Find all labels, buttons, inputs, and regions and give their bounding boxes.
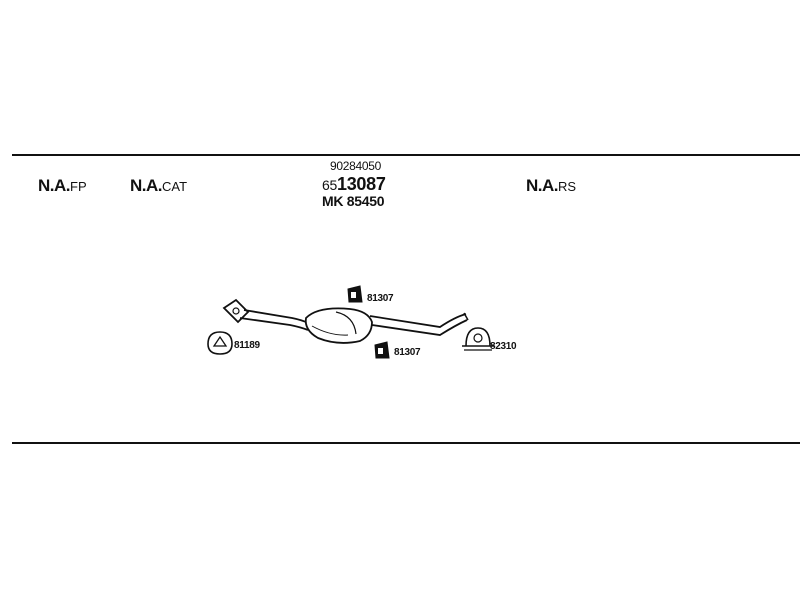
gasket-number: 81189 xyxy=(234,340,260,351)
bottom-divider xyxy=(12,442,800,444)
front-pipe-icon xyxy=(239,309,309,331)
rubber-mount-top-number: 81307 xyxy=(367,293,394,304)
part-number: 6513087 xyxy=(322,174,386,195)
oe-number: 90284050 xyxy=(330,159,381,173)
front-pipe-label: N.A.FP xyxy=(38,176,87,195)
rubber-mount-top-icon xyxy=(347,285,363,303)
front-flange-icon xyxy=(222,298,250,324)
part-number-prefix: 65 xyxy=(322,177,337,193)
clamp-number: 82310 xyxy=(490,341,517,352)
part-number-main: 13087 xyxy=(336,174,386,194)
mk-number: MK 85450 xyxy=(322,193,385,209)
gasket-icon xyxy=(207,331,233,355)
middle-silencer-icon xyxy=(304,307,373,344)
rubber-mount-bottom-number: 81307 xyxy=(394,347,421,358)
top-divider xyxy=(12,154,800,156)
rubber-mount-bottom-icon xyxy=(374,341,390,359)
rear-silencer-label: N.A.RS xyxy=(526,176,577,195)
rear-pipe-icon xyxy=(369,312,469,336)
clamp-icon xyxy=(462,327,494,351)
catalyst-label: N.A.CAT xyxy=(130,176,188,195)
